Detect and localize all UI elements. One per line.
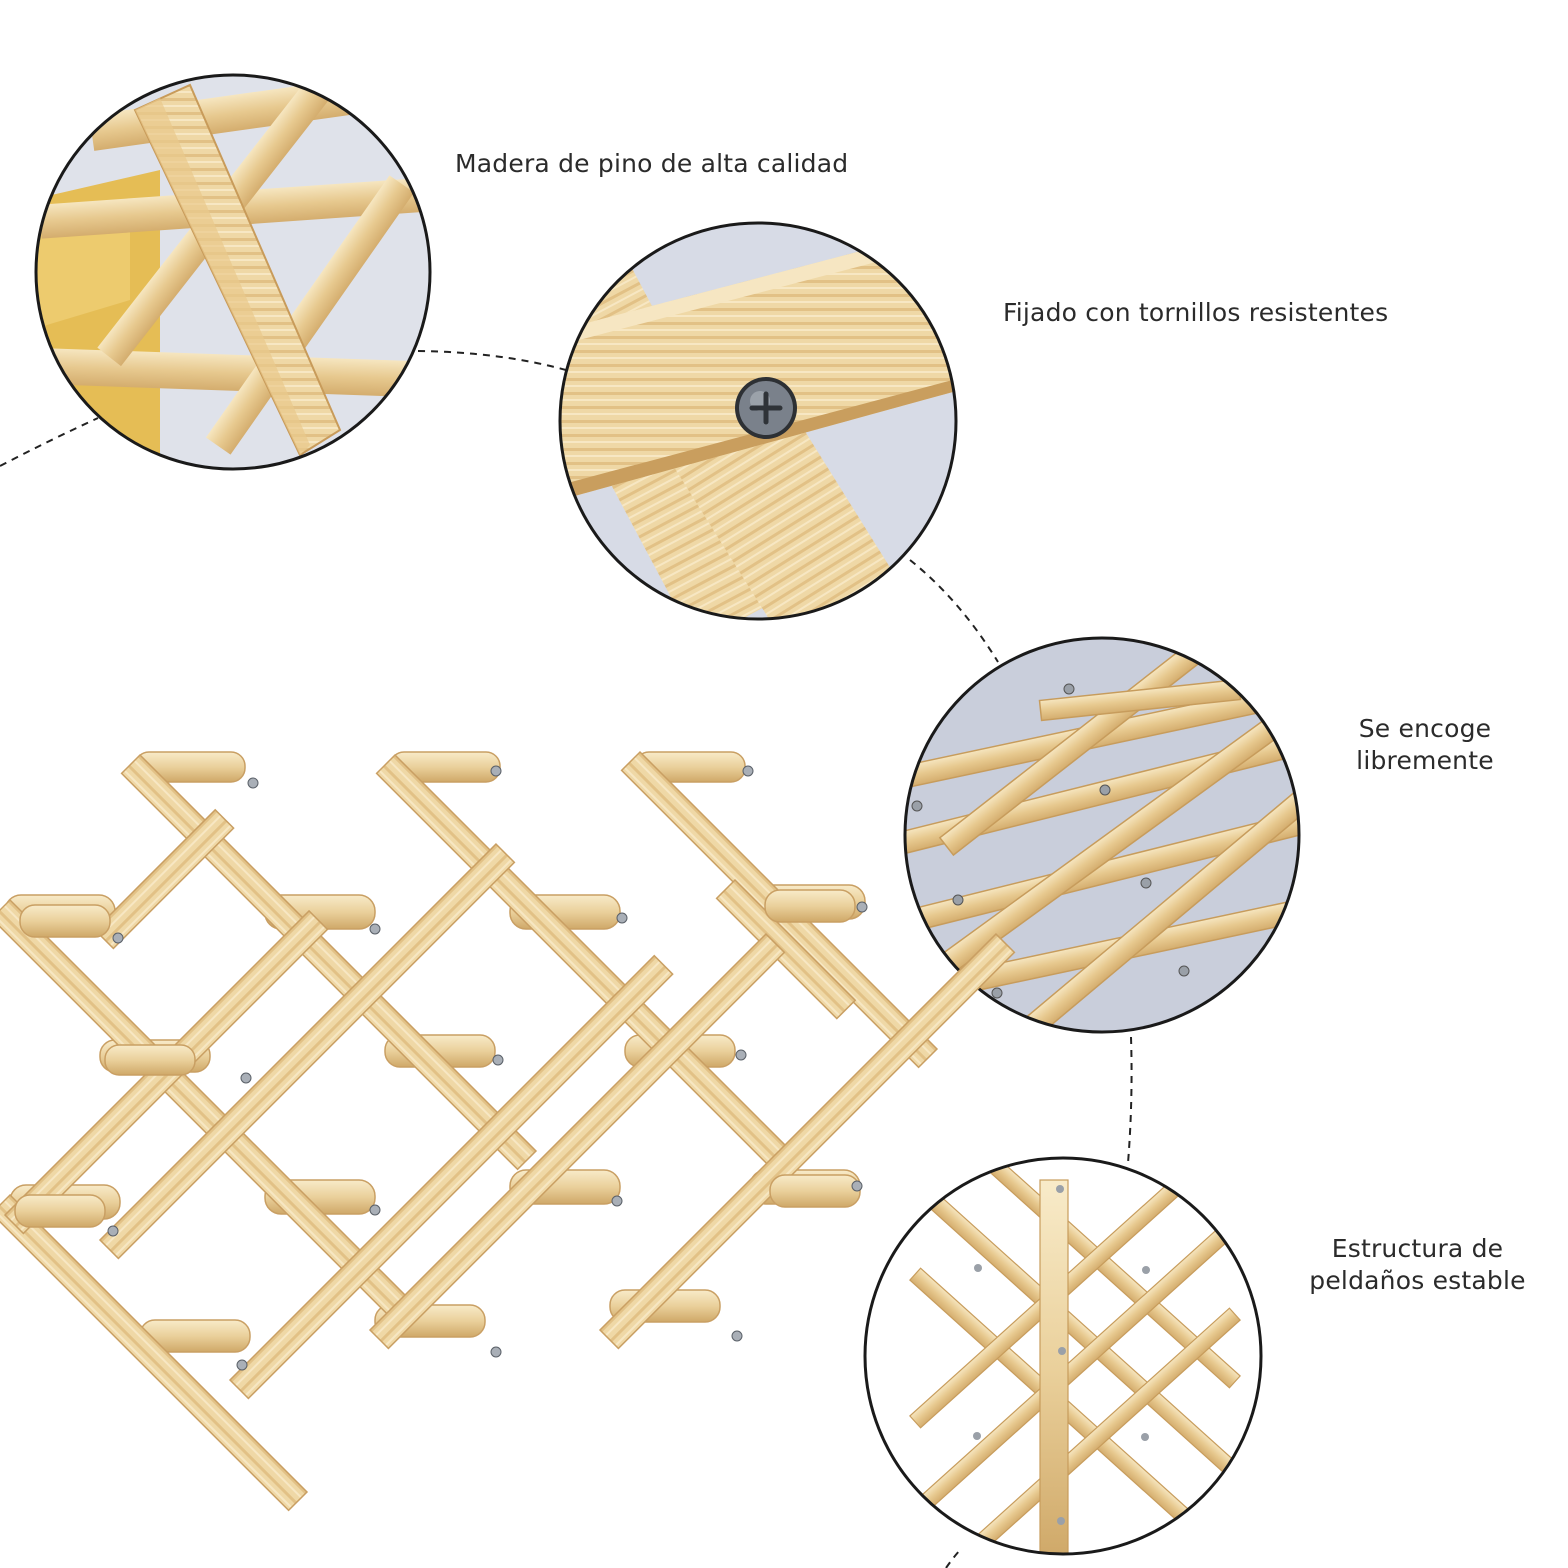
feature-label-folding: Se encoge libremente: [1320, 713, 1530, 777]
feature-label-structure-line-2: peldaños estable: [1309, 1266, 1526, 1295]
feature-label-structure-line-1: Estructura de: [1331, 1234, 1504, 1263]
feature-label-screws: Fijado con tornillos resistentes: [1003, 298, 1389, 327]
dashed-connector-lines: [0, 350, 1133, 1568]
feature-label-folding-line-2: libremente: [1356, 746, 1494, 775]
feature-label-folding-line-1: Se encoge: [1358, 714, 1492, 743]
feature-label-pine-wood: Madera de pino de alta calidad: [455, 149, 849, 178]
zoom-circle-pine-wood: [34, 73, 432, 471]
zoom-circle-screw: [558, 221, 958, 621]
screw-icon: [735, 377, 797, 439]
feature-label-structure: Estructura de peldaños estable: [1290, 1233, 1545, 1297]
wine-rack-illustration: [0, 750, 1016, 1512]
zoom-circle-structure: [863, 1156, 1263, 1556]
